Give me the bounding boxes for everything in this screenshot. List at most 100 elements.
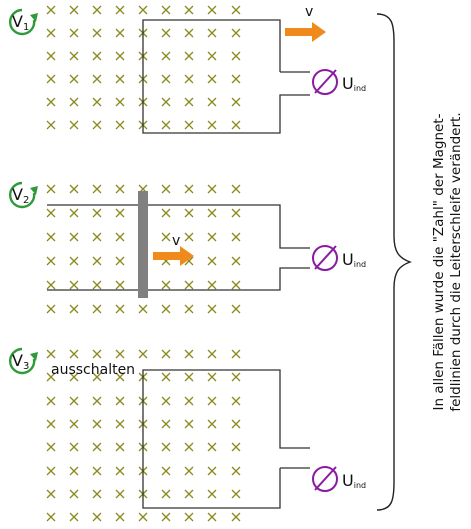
field-cross — [115, 28, 125, 38]
magnetic-field-grid-1 — [46, 5, 241, 130]
field-cross — [207, 489, 217, 499]
field-cross — [184, 280, 194, 290]
field-cross — [231, 466, 241, 476]
field-cross — [115, 304, 125, 314]
field-cross — [161, 442, 171, 452]
field-cross — [231, 512, 241, 522]
voltmeter-icon — [312, 245, 338, 271]
field-cross — [207, 97, 217, 107]
magnetic-field-grid-2 — [46, 184, 241, 314]
field-cross — [184, 466, 194, 476]
field-cross — [69, 28, 79, 38]
loop-arrow-icon — [8, 181, 38, 209]
field-cross — [46, 256, 56, 266]
field-cross — [184, 512, 194, 522]
field-cross — [69, 349, 79, 359]
field-cross — [92, 184, 102, 194]
field-cross — [46, 396, 56, 406]
field-cross — [207, 256, 217, 266]
field-cross — [231, 51, 241, 61]
field-cross — [46, 28, 56, 38]
field-cross — [161, 5, 171, 15]
sliding-bar — [138, 191, 148, 298]
field-cross — [161, 51, 171, 61]
field-cross — [92, 349, 102, 359]
field-cross — [207, 442, 217, 452]
field-cross — [231, 28, 241, 38]
field-cross — [207, 372, 217, 382]
field-cross — [138, 512, 148, 522]
conclusion-text: In allen Fällen wurde die "Zahl" der Mag… — [431, 112, 464, 411]
field-cross — [92, 396, 102, 406]
field-cross — [184, 232, 194, 242]
field-cross — [138, 304, 148, 314]
field-cross — [207, 349, 217, 359]
field-cross — [46, 512, 56, 522]
field-cross — [115, 372, 125, 382]
field-cross — [115, 120, 125, 130]
field-cross — [92, 74, 102, 84]
field-cross — [92, 256, 102, 266]
velocity-label-1: v — [305, 4, 313, 20]
induced-voltage-label-1: Uind — [342, 74, 366, 93]
conclusion-line-2: feldlinien durch die Leiterschleife verä… — [448, 112, 464, 411]
field-cross — [46, 51, 56, 61]
field-cross — [69, 442, 79, 452]
field-cross — [92, 120, 102, 130]
field-cross — [92, 232, 102, 242]
field-cross — [115, 208, 125, 218]
field-cross — [207, 184, 217, 194]
field-cross — [92, 466, 102, 476]
induced-voltage-label-2: Uind — [342, 250, 366, 269]
field-cross — [231, 120, 241, 130]
field-cross — [92, 512, 102, 522]
field-cross — [69, 419, 79, 429]
field-cross — [46, 419, 56, 429]
arrow-right-icon — [285, 22, 326, 42]
field-cross — [115, 74, 125, 84]
field-cross — [115, 489, 125, 499]
field-cross — [92, 5, 102, 15]
field-cross — [161, 466, 171, 476]
panel-1: V1 Uind v — [8, 4, 366, 134]
field-cross — [207, 466, 217, 476]
field-cross — [115, 51, 125, 61]
field-cross — [46, 349, 56, 359]
conductor-loop-1 — [142, 19, 310, 134]
field-cross — [115, 512, 125, 522]
field-cross — [46, 304, 56, 314]
field-cross — [92, 442, 102, 452]
rail-bottom — [47, 267, 310, 291]
panel-2: V2 Uind v — [8, 181, 366, 298]
field-cross — [138, 349, 148, 359]
field-cross — [184, 208, 194, 218]
field-cross — [161, 184, 171, 194]
field-cross — [161, 396, 171, 406]
field-cross — [69, 51, 79, 61]
field-cross — [46, 120, 56, 130]
field-cross — [184, 442, 194, 452]
arrow-right-icon — [153, 246, 194, 266]
field-cross — [69, 304, 79, 314]
field-cross — [115, 396, 125, 406]
field-cross — [69, 184, 79, 194]
field-cross — [207, 208, 217, 218]
field-cross — [231, 208, 241, 218]
switch-off-label: ausschalten — [51, 362, 135, 378]
field-cross — [92, 489, 102, 499]
conductor-loop-3 — [142, 369, 310, 509]
field-cross — [69, 5, 79, 15]
field-cross — [69, 512, 79, 522]
field-cross — [46, 280, 56, 290]
field-cross — [231, 280, 241, 290]
field-cross — [138, 5, 148, 15]
voltmeter-icon — [312, 69, 338, 95]
velocity-label-2: v — [172, 233, 180, 249]
field-cross — [46, 489, 56, 499]
field-cross — [184, 74, 194, 84]
field-cross — [231, 304, 241, 314]
field-cross — [231, 232, 241, 242]
field-cross — [115, 349, 125, 359]
field-cross — [115, 442, 125, 452]
field-cross — [231, 74, 241, 84]
